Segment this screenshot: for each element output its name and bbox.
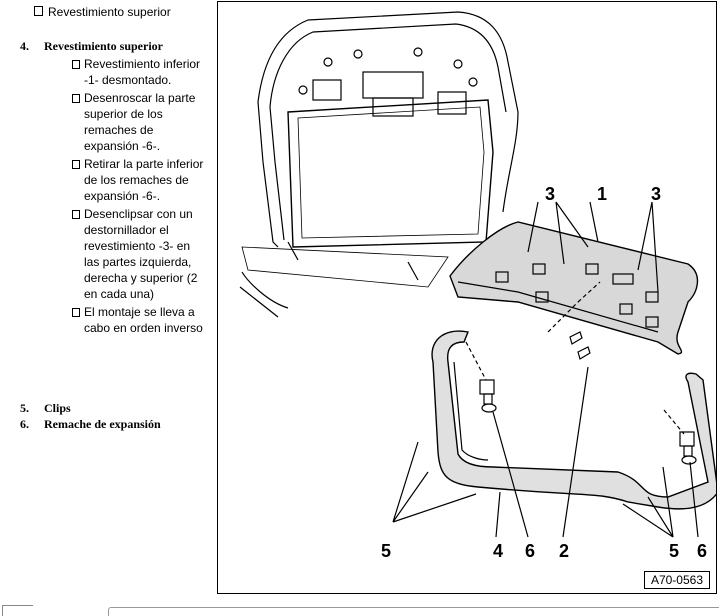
callout-4: 4 bbox=[493, 541, 503, 561]
top-bullet: Revestimiento superior bbox=[34, 4, 171, 20]
tailgate-frame bbox=[257, 11, 519, 213]
figure-code: A70-0563 bbox=[643, 571, 710, 589]
step-item: Revestimiento inferior -1- desmontado. bbox=[72, 56, 208, 88]
callout-6-right: 6 bbox=[697, 541, 707, 561]
callout-2: 2 bbox=[559, 541, 569, 561]
item-5-heading: 5.Clips bbox=[20, 401, 71, 415]
callout-5-right: 5 bbox=[669, 541, 679, 561]
toolbar-tab-main[interactable] bbox=[108, 607, 719, 616]
bullet-box-icon bbox=[72, 210, 80, 219]
upper-trim-panel bbox=[449, 221, 699, 355]
bullet-box-icon bbox=[72, 308, 80, 317]
item-6-heading: 6.Remache de expansión bbox=[20, 417, 161, 431]
toolbar-tab-left[interactable] bbox=[2, 605, 33, 616]
callout-6-left: 6 bbox=[525, 541, 535, 561]
callout-3-right: 3 bbox=[651, 184, 661, 204]
bullet-box-icon bbox=[72, 60, 80, 69]
callout-5-left: 5 bbox=[381, 541, 391, 561]
callout-3-left: 3 bbox=[545, 184, 555, 204]
step-item: Desenroscar la parte superior de los rem… bbox=[72, 90, 208, 154]
step-item: Retirar la parte inferior de los remache… bbox=[72, 156, 208, 204]
bullet-box-icon bbox=[72, 160, 80, 169]
step-list: Revestimiento inferior -1- desmontado. D… bbox=[72, 56, 208, 338]
step-item: Desenclipsar con un destornillador el re… bbox=[72, 206, 208, 302]
instructions-column: Revestimiento superior 4.Revestimiento s… bbox=[0, 0, 214, 600]
exploded-diagram: 3 1 3 5 4 6 2 5 6 A70-0563 bbox=[217, 1, 717, 594]
callout-1: 1 bbox=[597, 184, 607, 204]
diagram-drawing: 3 1 3 5 4 6 2 5 6 bbox=[239, 11, 716, 561]
bullet-box-icon bbox=[34, 6, 43, 16]
item-4-heading: 4.Revestimiento superior bbox=[20, 39, 163, 53]
bottom-toolbar-edge bbox=[0, 603, 721, 616]
lower-trim-panel bbox=[431, 330, 716, 510]
bullet-box-icon bbox=[72, 94, 80, 103]
step-item: El montaje se lleva a cabo en orden inve… bbox=[72, 304, 208, 336]
